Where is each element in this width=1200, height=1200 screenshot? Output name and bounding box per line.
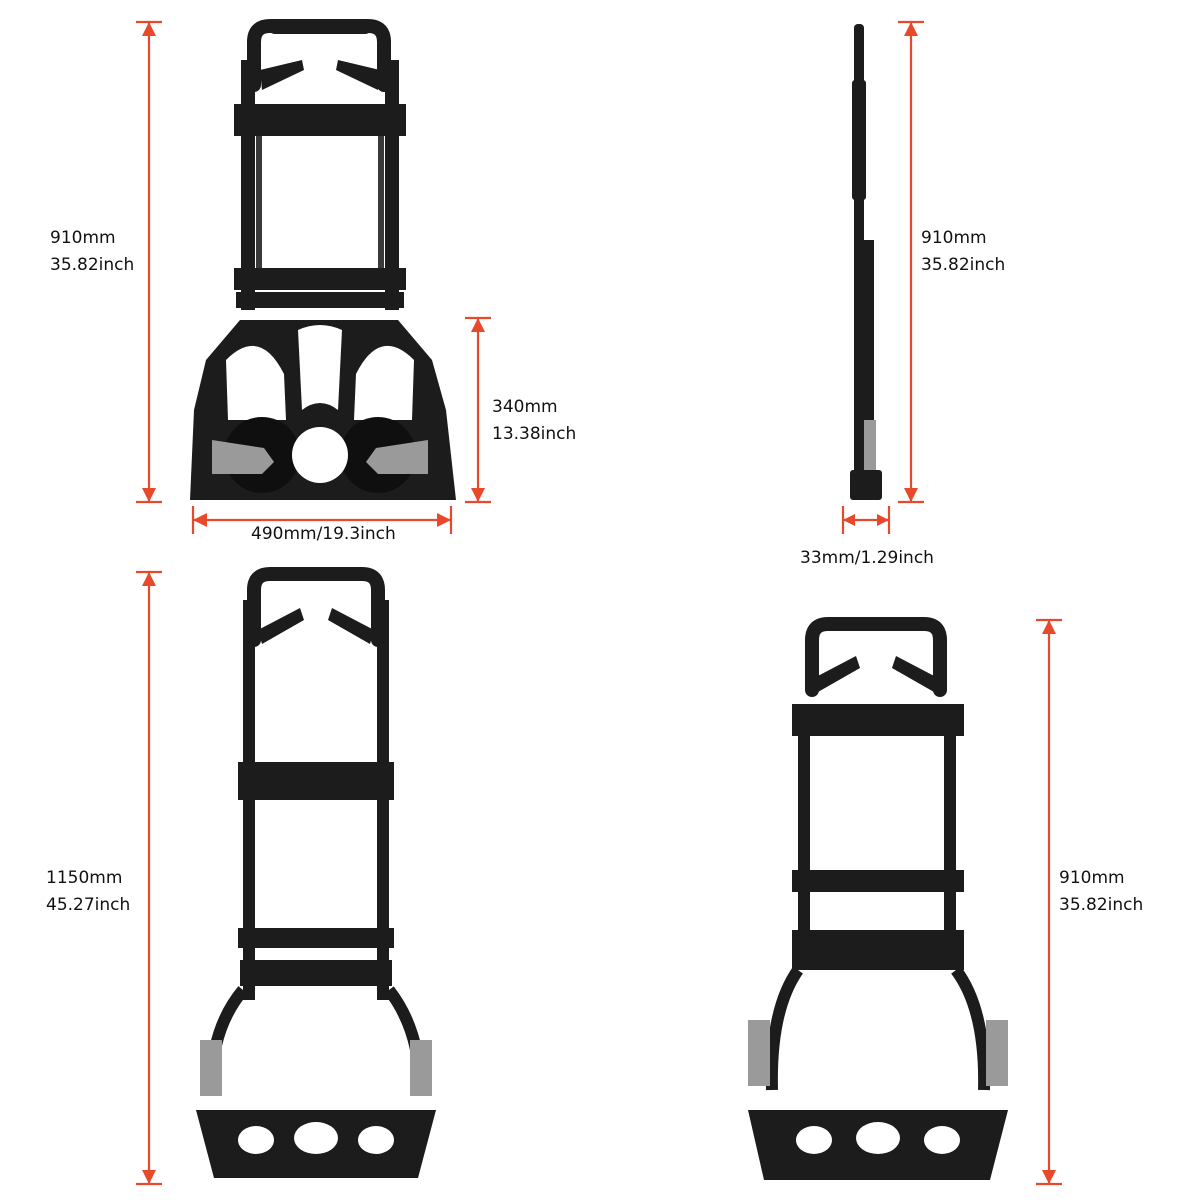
unfolded-height-in: 35.82inch: [1059, 895, 1144, 915]
unfolded-height-mm: 910mm: [1059, 868, 1125, 888]
unfolded-height-label: 910mm 35.82inch: [1059, 865, 1143, 919]
extended-height-arrow: [136, 570, 162, 1186]
folded-front-height-label: 910mm 35.82inch: [50, 225, 134, 279]
folded-front-base-mm: 340mm: [492, 397, 558, 417]
folded-side-thickness-arrow: [841, 506, 891, 534]
folded-front-cart: [190, 19, 456, 500]
folded-side-cart: [850, 24, 882, 500]
folded-front-width-label: 490mm/19.3inch: [251, 524, 396, 544]
extended-height-mm: 1150mm: [46, 868, 123, 888]
folded-front-height-arrow: [136, 20, 162, 504]
folded-side-thickness-label: 33mm/1.29inch: [800, 548, 934, 568]
folded-side-height-mm: 910mm: [921, 228, 987, 248]
extended-height-label: 1150mm 45.27inch: [46, 865, 130, 919]
folded-front-base-label: 340mm 13.38inch: [492, 394, 576, 448]
folded-front-width-arrow: [191, 506, 453, 534]
folded-front-height-in: 35.82inch: [50, 255, 135, 275]
folded-side-height-in: 35.82inch: [921, 255, 1006, 275]
folded-front-base-in: 13.38inch: [492, 424, 577, 444]
dimension-lines: [136, 20, 1062, 1186]
folded-front-height-mm: 910mm: [50, 228, 116, 248]
extended-height-in: 45.27inch: [46, 895, 131, 915]
folded-side-height-label: 910mm 35.82inch: [921, 225, 1005, 279]
folded-front-base-arrow: [465, 316, 491, 504]
unfolded-cart: [748, 617, 1008, 1180]
unfolded-height-arrow: [1036, 618, 1062, 1186]
extended-cart: [196, 567, 436, 1178]
folded-side-height-arrow: [898, 20, 924, 504]
